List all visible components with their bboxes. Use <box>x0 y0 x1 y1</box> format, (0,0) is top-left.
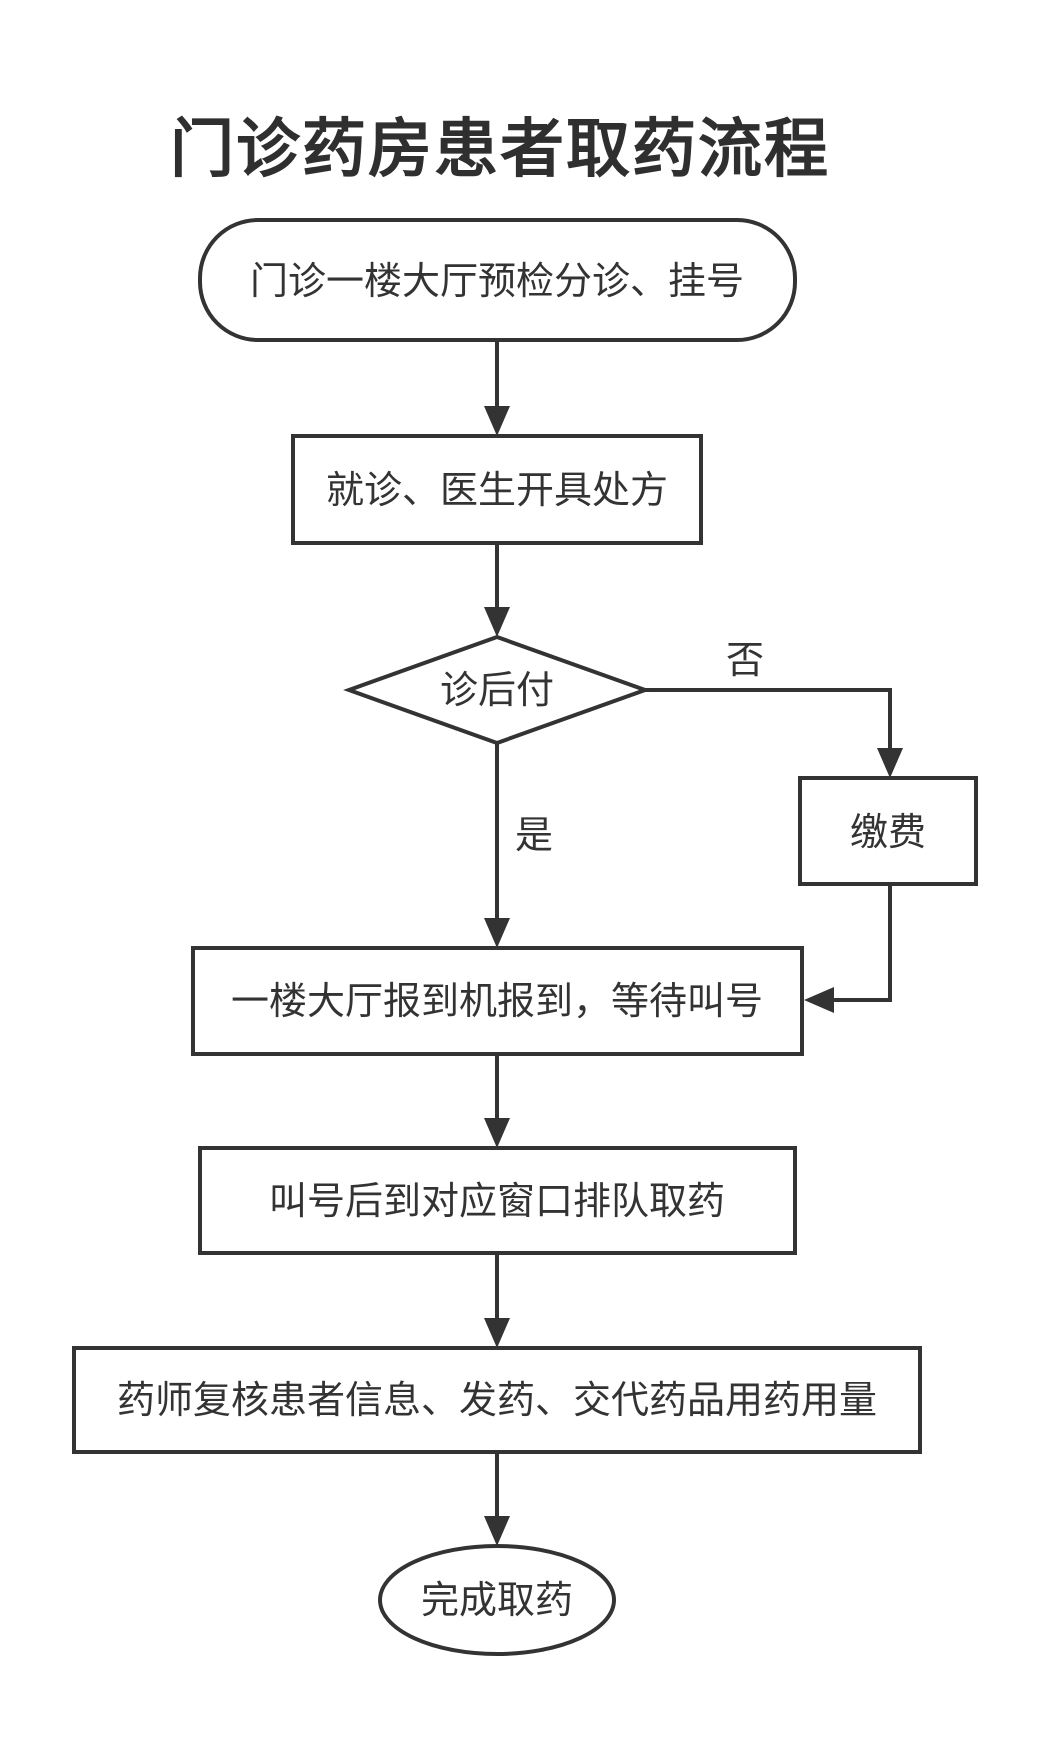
arrowhead-checkin-right <box>804 987 834 1013</box>
node-check-in: 一楼大厅报到机报到，等待叫号 <box>191 946 804 1056</box>
edge-label-no: 否 <box>726 638 764 682</box>
arrowhead-payment <box>877 748 903 778</box>
node-done-label: 完成取药 <box>421 1578 573 1622</box>
process-shape <box>191 946 804 1056</box>
node-queue: 叫号后到对应窗口排队取药 <box>198 1146 797 1255</box>
process-shape <box>291 434 703 545</box>
node-pay-after-decision: 诊后付 <box>343 634 651 746</box>
node-pharmacist-label: 药师复核患者信息、发药、交代药品用药用量 <box>117 1378 877 1422</box>
process-shape <box>72 1346 922 1454</box>
node-check-in-label: 一楼大厅报到机报到，等待叫号 <box>231 979 763 1023</box>
diagram-title: 门诊药房患者取药流程 <box>170 113 830 187</box>
arrowhead-decision <box>484 607 510 637</box>
node-pharmacist: 药师复核患者信息、发药、交代药品用药用量 <box>72 1346 922 1454</box>
process-shape <box>798 776 978 886</box>
edge-payment-to-checkin <box>832 884 892 1002</box>
node-consultation-label: 就诊、医生开具处方 <box>326 468 668 512</box>
node-payment: 缴费 <box>798 776 978 886</box>
node-payment-label: 缴费 <box>850 810 926 854</box>
arrowhead-pharmacist <box>484 1318 510 1348</box>
arrowhead-consultation <box>484 406 510 436</box>
node-registration-label: 门诊一楼大厅预检分诊、挂号 <box>250 259 744 303</box>
arrowhead-done <box>484 1516 510 1546</box>
node-queue-label: 叫号后到对应窗口排队取药 <box>269 1179 725 1223</box>
arrowhead-checkin-top <box>484 918 510 948</box>
edge-label-yes: 是 <box>515 813 553 857</box>
node-registration: 门诊一楼大厅预检分诊、挂号 <box>198 218 797 342</box>
node-consultation: 就诊、医生开具处方 <box>291 434 703 545</box>
terminal-ellipse <box>378 1544 616 1656</box>
node-pay-after-decision-label: 诊后付 <box>440 668 554 712</box>
decision-shape <box>343 634 651 746</box>
node-done: 完成取药 <box>378 1544 616 1656</box>
edges <box>484 340 903 1546</box>
process-shape <box>198 1146 797 1255</box>
arrowhead-queue <box>484 1118 510 1148</box>
edge-decision-no-to-payment <box>645 688 892 750</box>
terminal-shape <box>198 218 797 342</box>
